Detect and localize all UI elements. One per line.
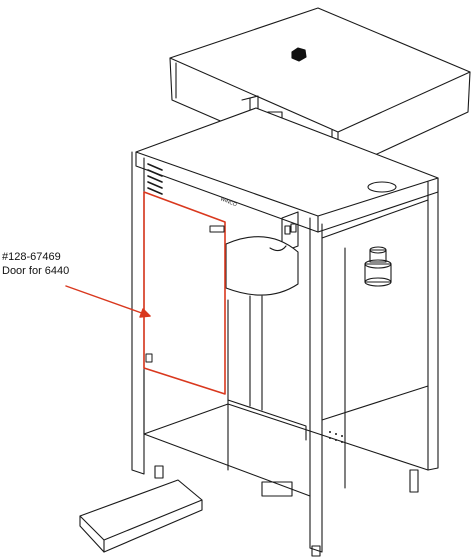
highlighted-door [143, 191, 226, 395]
part-number: #128-67469 [2, 251, 61, 263]
part-description: Door for 6440 [2, 265, 70, 277]
switch-icon [290, 223, 297, 233]
cabinet-frame: WINCO [131, 107, 439, 557]
arrowhead-icon [139, 308, 151, 318]
vent-hole-icon [291, 47, 307, 62]
part-callout: #128-67469 Door for 6440 [2, 250, 69, 278]
callout-arrow [65, 285, 151, 318]
drawer-tray [79, 479, 203, 553]
door-hinge [145, 353, 153, 363]
door-handle [209, 225, 225, 233]
perforation-dots [329, 431, 343, 443]
door-panel [143, 191, 226, 395]
brand-plate: WINCO [219, 196, 237, 208]
switch-icon [284, 225, 291, 235]
warmer-cup [364, 246, 392, 287]
vent-slots-icon [147, 163, 163, 195]
